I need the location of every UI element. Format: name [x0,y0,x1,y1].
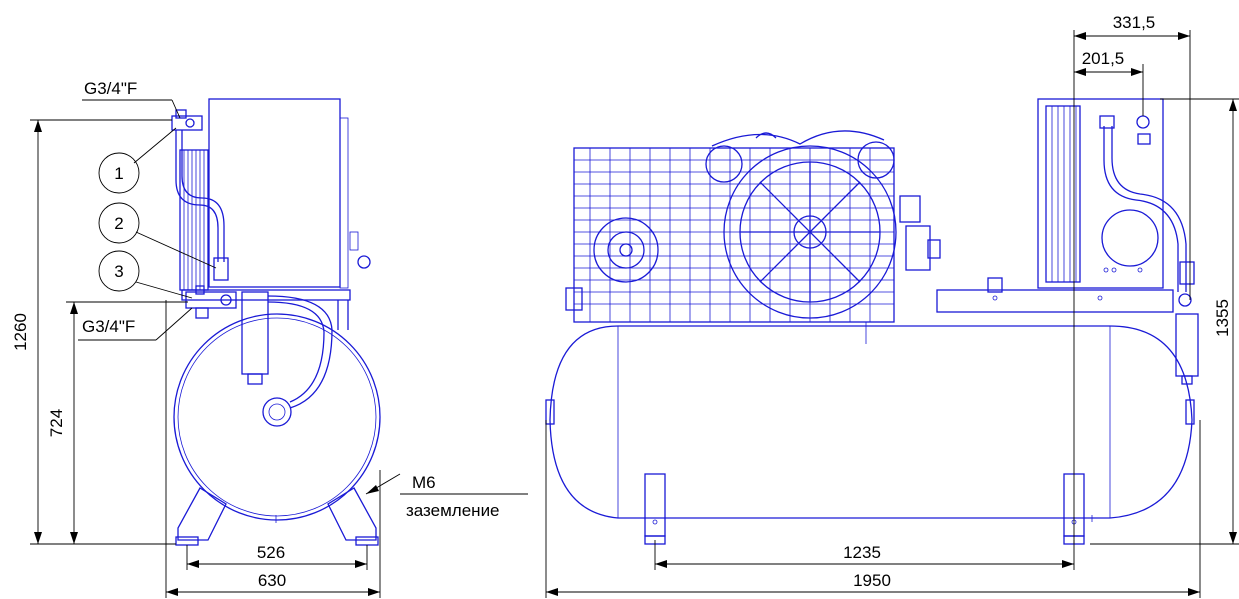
side-hose-lower [267,295,333,409]
dim-front-length: 1950 [853,571,891,590]
front-motor-pulley [593,217,659,283]
side-view [171,98,381,546]
callout-2: 2 [114,214,123,233]
label-ground-text: заземление [406,501,500,520]
side-hose-upper [175,130,219,262]
labels: G3/4"F G3/4"F M6 заземление [78,79,528,520]
dim-side-height-total: 1260 [11,313,30,351]
label-thread-bottom: G3/4"F [82,317,135,336]
front-tank [549,325,1193,519]
side-valve-top [171,109,203,131]
label-ground-screw: M6 [412,473,436,492]
callouts: 1 2 3 [98,127,217,299]
side-tank [173,313,381,521]
side-condenser [179,149,209,291]
dim-side-width: 630 [258,571,286,590]
dimension-lines: 1260 724 526 630 1235 1950 [11,13,1239,598]
front-foot-left [644,473,666,537]
side-foot-right [327,487,377,541]
dim-front-offset-large: 331,5 [1113,13,1156,32]
front-view [545,98,1199,545]
dim-front-offset-small: 201,5 [1082,49,1125,68]
front-platform [936,289,1174,313]
side-tank-flange [262,397,292,427]
side-foot-left [177,487,227,541]
label-thread-top: G3/4"F [84,79,137,98]
dim-front-feet-span: 1235 [843,543,881,562]
callout-1: 1 [114,164,123,183]
callout-3: 3 [114,262,123,281]
side-valve-bottom [185,285,237,319]
dim-front-height-total: 1355 [1213,299,1232,337]
dim-side-height-outlet: 724 [47,409,66,437]
front-flywheel [723,145,897,319]
side-filter [241,291,269,375]
dim-side-feet-span: 526 [257,543,285,562]
front-dryer-hose [1103,126,1179,292]
front-dryer-cabinet [1037,98,1164,289]
